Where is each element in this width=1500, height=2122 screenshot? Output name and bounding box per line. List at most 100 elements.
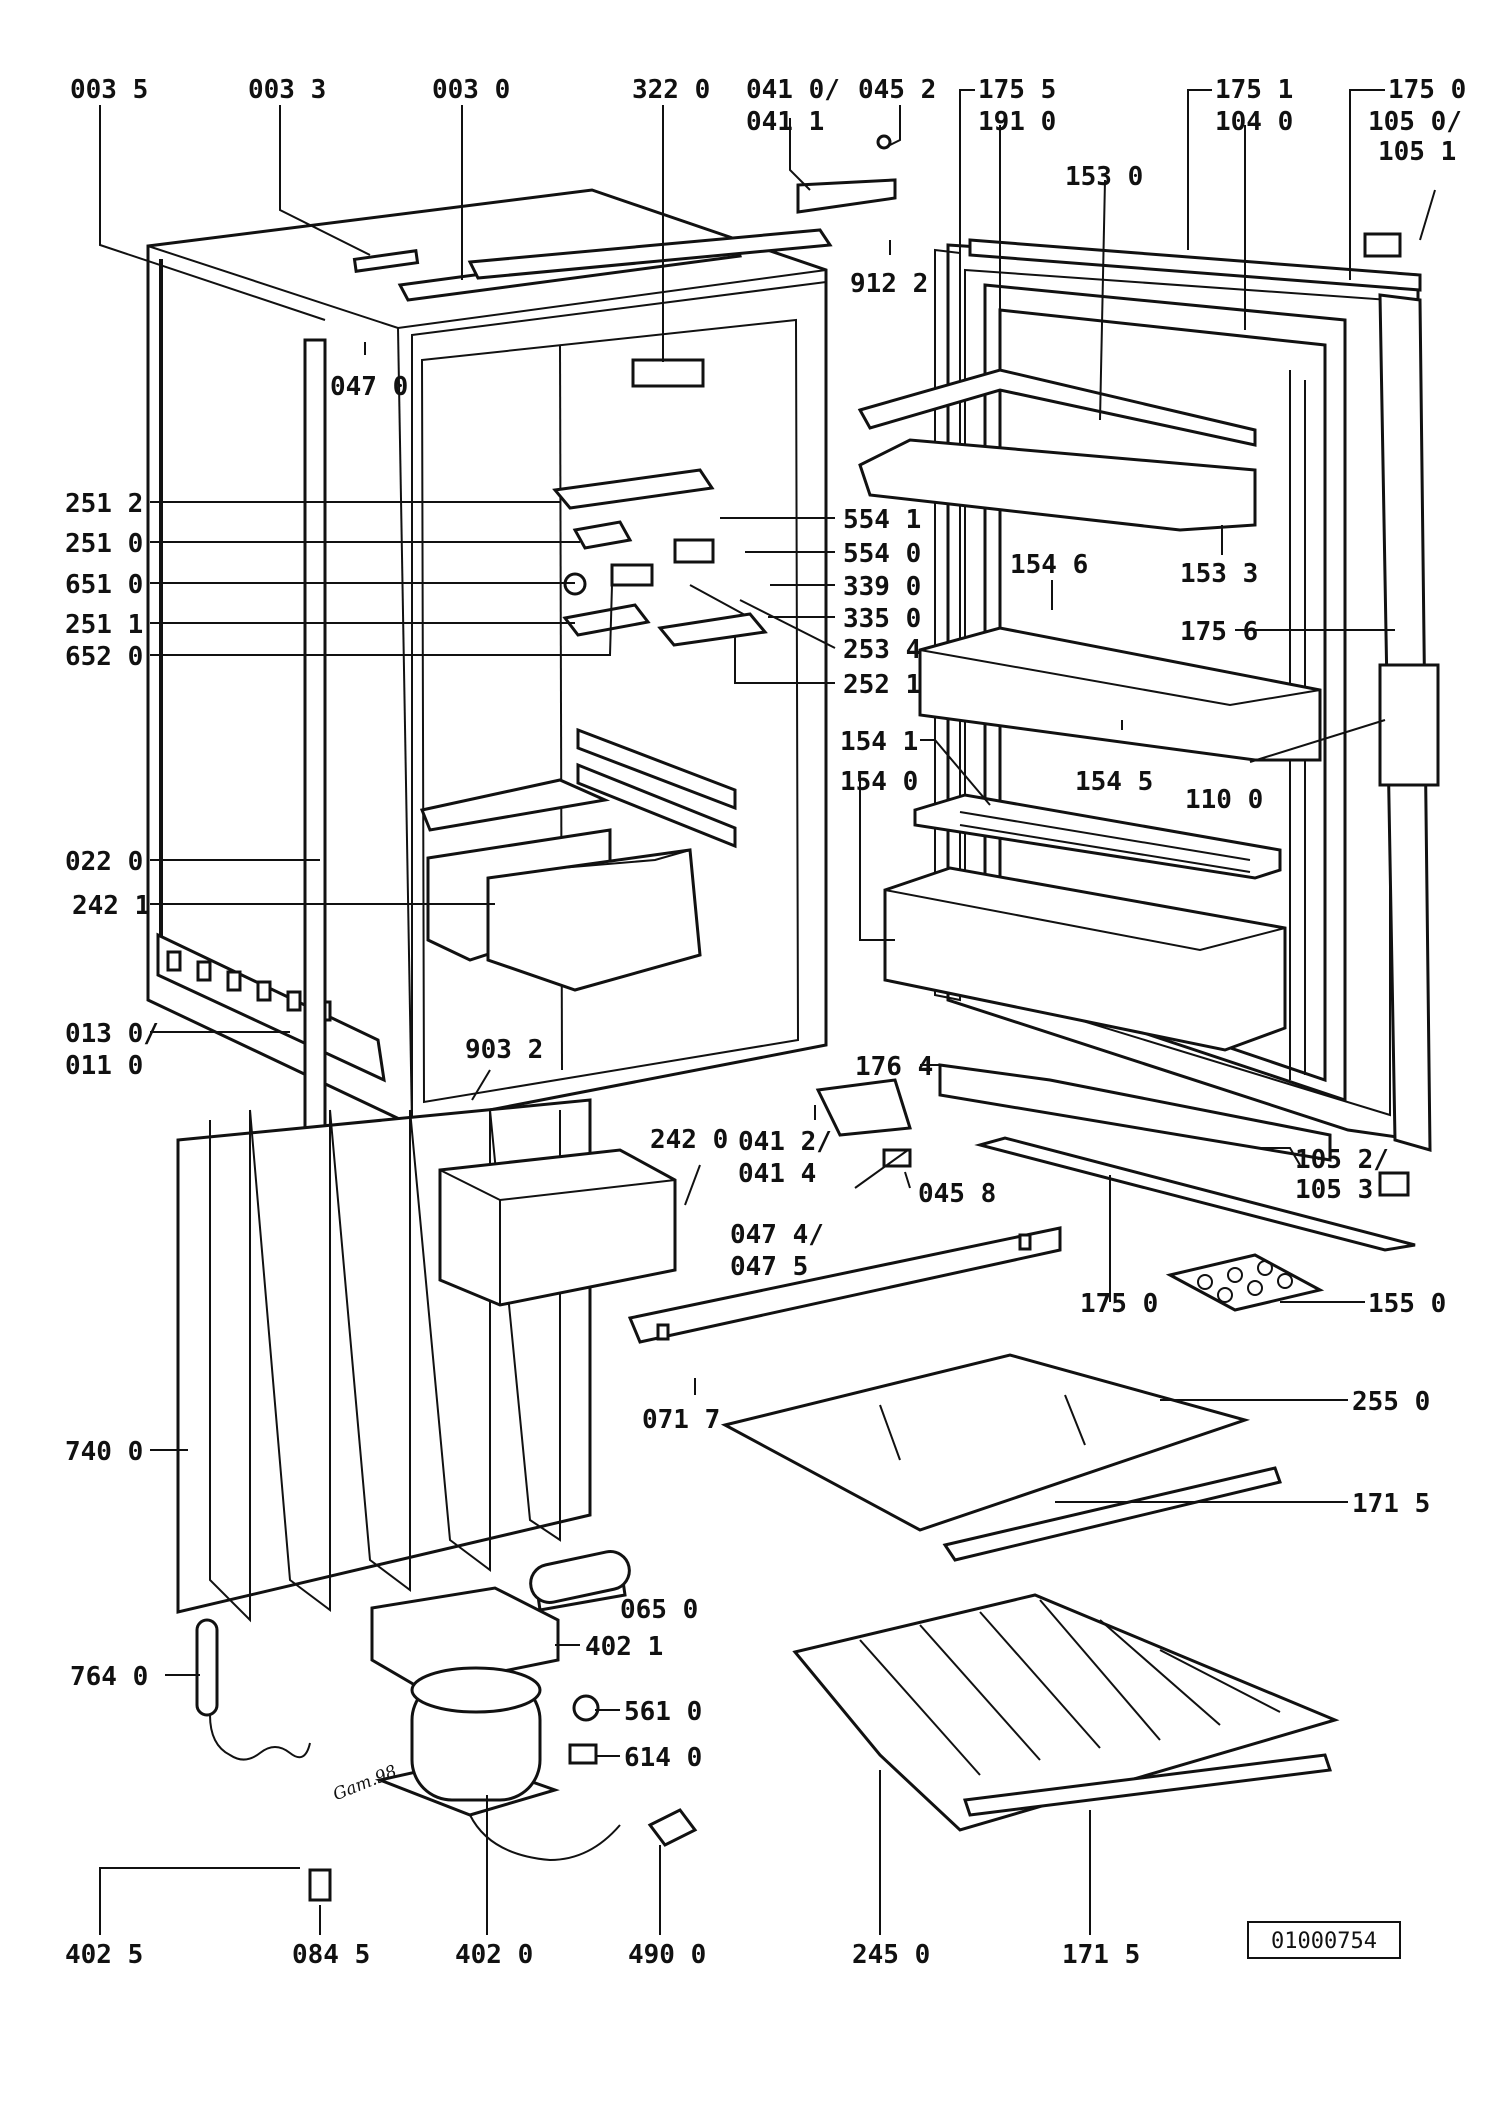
label-339-0: 339 0 <box>843 572 921 602</box>
door-pin-bottom <box>1378 1171 1410 1197</box>
label-105-2: 105 2/ <box>1295 1145 1389 1175</box>
label-402-5: 402 5 <box>65 1940 143 1970</box>
label-154-6: 154 6 <box>1010 550 1088 580</box>
label-764-0: 764 0 <box>70 1662 148 1692</box>
egg-tray <box>1165 1253 1325 1312</box>
door-cover-strip <box>938 1063 1332 1162</box>
label-554-0: 554 0 <box>843 539 921 569</box>
label-175-0-bottom: 175 0 <box>1080 1289 1158 1319</box>
shelf-trim-upper <box>942 1466 1282 1562</box>
label-171-5-lower: 171 5 <box>1062 1940 1140 1970</box>
label-041-0: 041 0/ <box>746 75 840 105</box>
wire-shelf <box>792 1593 1340 1832</box>
label-045-8: 045 8 <box>918 1179 996 1209</box>
label-175-5: 175 5 <box>978 75 1056 105</box>
label-191-0: 191 0 <box>978 107 1056 137</box>
bottle-rack <box>913 793 1282 880</box>
label-252-1: 252 1 <box>843 670 921 700</box>
label-003-3: 003 3 <box>248 75 326 105</box>
door-gasket <box>934 248 961 1002</box>
label-561-0: 561 0 <box>624 1697 702 1727</box>
relay <box>568 1694 600 1765</box>
top-cover <box>352 228 833 302</box>
door-shelf-lower <box>883 866 1287 1052</box>
label-175-0-top: 175 0 <box>1388 75 1466 105</box>
part-labels: 003 5 003 3 003 0 322 0 041 0/ 041 1 045… <box>65 75 1466 1970</box>
label-251-1: 251 1 <box>65 610 143 640</box>
label-251-2: 251 2 <box>65 489 143 519</box>
label-903-2: 903 2 <box>465 1035 543 1065</box>
label-490-0: 490 0 <box>628 1940 706 1970</box>
label-011-0: 011 0 <box>65 1051 143 1081</box>
label-652-0: 652 0 <box>65 642 143 672</box>
label-171-5-upper: 171 5 <box>1352 1489 1430 1519</box>
door-frame-top <box>968 238 1422 292</box>
label-153-0: 153 0 <box>1065 162 1143 192</box>
side-rail <box>303 338 327 1142</box>
shelf-trim-lower <box>962 1753 1333 1817</box>
label-554-1: 554 1 <box>843 505 921 535</box>
label-105-3: 105 3 <box>1295 1175 1373 1205</box>
drawing-number-box: 01000754 <box>1247 1921 1401 1959</box>
label-253-4: 253 4 <box>843 635 921 665</box>
bottom-front-strip <box>627 1226 1062 1344</box>
hinge-top <box>796 134 897 214</box>
leader-lines <box>99 89 1436 1935</box>
label-154-0: 154 0 <box>840 767 918 797</box>
label-251-0: 251 0 <box>65 529 143 559</box>
label-047-5: 047 5 <box>730 1252 808 1282</box>
signature: Gam.98 <box>330 1761 400 1805</box>
label-003-0: 003 0 <box>432 75 510 105</box>
label-402-0: 402 0 <box>455 1940 533 1970</box>
label-154-5: 154 5 <box>1075 767 1153 797</box>
glass-shelf <box>720 1353 1251 1532</box>
crisper-box <box>438 1148 677 1307</box>
label-242-0: 242 0 <box>650 1125 728 1155</box>
label-912-2: 912 2 <box>850 269 928 299</box>
label-245-0: 245 0 <box>852 1940 930 1970</box>
butter-compartment <box>857 368 1257 532</box>
label-242-1: 242 1 <box>72 891 150 921</box>
label-022-0: 022 0 <box>65 847 143 877</box>
label-105-1: 105 1 <box>1378 137 1456 167</box>
label-013-0: 013 0/ <box>65 1019 159 1049</box>
drier <box>195 1618 311 1761</box>
crisper-box-inner <box>426 828 702 992</box>
label-153-3: 153 3 <box>1180 559 1258 589</box>
label-041-1: 041 1 <box>746 107 824 137</box>
thermostat-housing <box>552 358 768 647</box>
label-065-0: 065 0 <box>620 1595 698 1625</box>
label-651-0: 651 0 <box>65 570 143 600</box>
foot <box>308 1868 332 1902</box>
label-155-0: 155 0 <box>1368 1289 1446 1319</box>
label-003-5: 003 5 <box>70 75 148 105</box>
label-071-7: 071 7 <box>642 1405 720 1435</box>
label-255-0: 255 0 <box>1352 1387 1430 1417</box>
label-041-4: 041 4 <box>738 1159 816 1189</box>
label-105-0: 105 0/ <box>1368 107 1462 137</box>
label-047-0: 047 0 <box>330 372 408 402</box>
label-175-1: 175 1 <box>1215 75 1293 105</box>
label-047-4: 047 4/ <box>730 1220 824 1250</box>
label-175-6: 175 6 <box>1180 617 1258 647</box>
label-084-5: 084 5 <box>292 1940 370 1970</box>
label-740-0: 740 0 <box>65 1437 143 1467</box>
door-trim-bottom <box>974 1136 1416 1252</box>
label-045-2: 045 2 <box>858 75 936 105</box>
label-402-1: 402 1 <box>585 1632 663 1662</box>
label-041-2: 041 2/ <box>738 1127 832 1157</box>
capacitor <box>529 1550 631 1604</box>
label-322-0: 322 0 <box>632 75 710 105</box>
door-shelf-upper <box>918 626 1322 762</box>
door-pin-top <box>1363 232 1402 258</box>
label-335-0: 335 0 <box>843 604 921 634</box>
label-176-4: 176 4 <box>855 1052 933 1082</box>
hinge-bottom <box>815 1078 912 1137</box>
power-plug <box>647 1808 698 1847</box>
compressor <box>374 1666 621 1862</box>
drawing-number: 01000754 <box>1271 1929 1377 1954</box>
label-104-0: 104 0 <box>1215 107 1293 137</box>
label-614-0: 614 0 <box>624 1743 702 1773</box>
label-110-0: 110 0 <box>1185 785 1263 815</box>
